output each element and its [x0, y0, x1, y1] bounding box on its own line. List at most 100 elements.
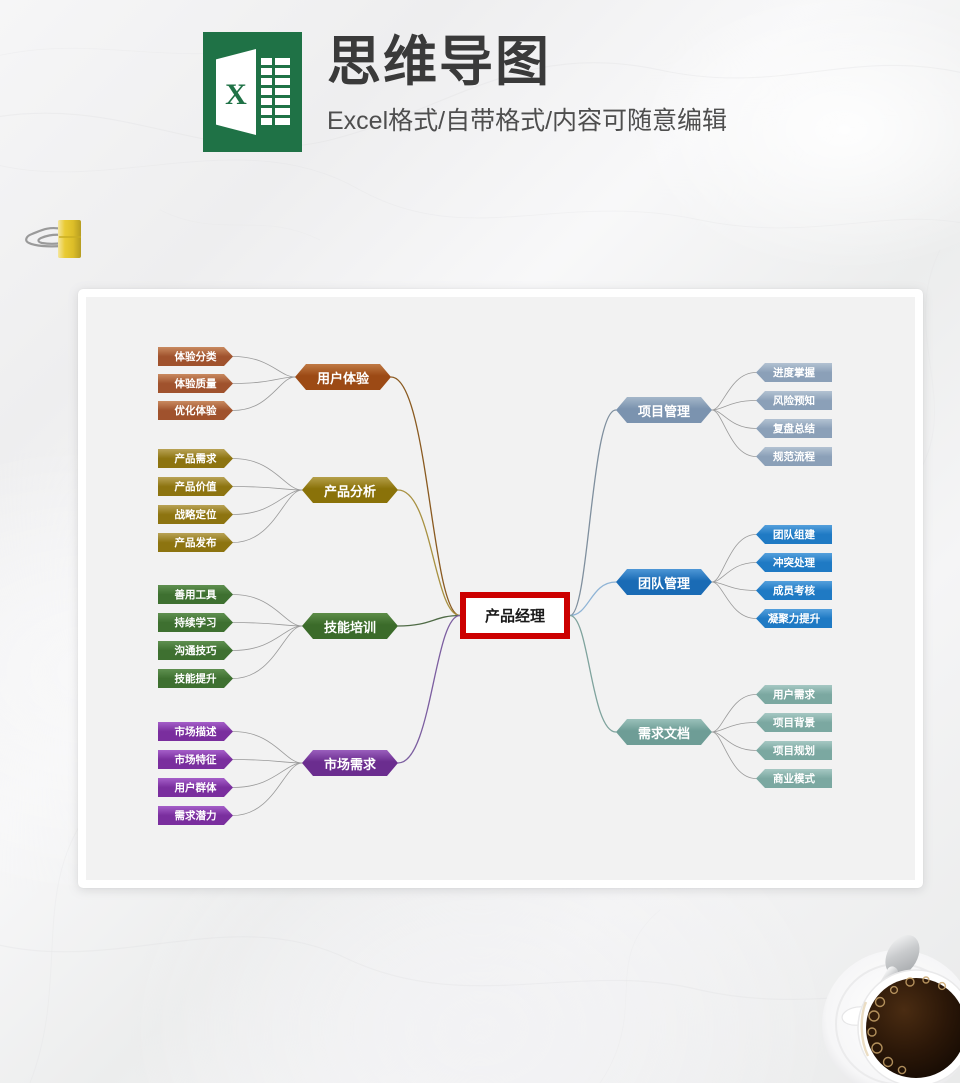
leaf-node-label: 技能提升: [174, 673, 217, 685]
leaf-node-project-management-3[interactable]: 规范流程: [756, 447, 832, 466]
connector-line: [711, 731, 757, 779]
leaf-node-requirement-doc-3[interactable]: 商业模式: [756, 769, 832, 788]
branch-node-skill-training[interactable]: 技能培训: [302, 613, 398, 639]
connector-line: [232, 762, 303, 816]
mindmap-connectors: [232, 356, 757, 816]
connector-line: [232, 356, 296, 378]
leaf-node-label: 凝聚力提升: [767, 613, 821, 625]
leaf-node-label: 成员考核: [773, 585, 815, 597]
leaf-node-skill-training-2[interactable]: 沟通技巧: [158, 641, 233, 660]
branch-node-user-experience[interactable]: 用户体验: [295, 364, 391, 390]
leaf-node-team-management-1[interactable]: 冲突处理: [756, 553, 832, 572]
excel-logo-grid: [261, 58, 290, 126]
connector-line: [711, 694, 757, 733]
page-header: X 思维导图 Excel格式/自带格式/内容可随意编辑: [203, 32, 727, 152]
connector-line: [397, 614, 461, 627]
branch-node-team-management[interactable]: 团队管理: [616, 569, 712, 595]
leaf-node-project-management-0[interactable]: 进度掌握: [756, 363, 832, 382]
excel-logo-icon: X: [203, 32, 302, 152]
leaf-node-market-demand-3[interactable]: 需求潜力: [158, 806, 233, 825]
leaf-node-label: 需求潜力: [174, 810, 217, 822]
leaf-node-team-management-3[interactable]: 凝聚力提升: [756, 609, 832, 628]
branch-node-label: 用户体验: [316, 370, 369, 386]
connector-line: [711, 731, 757, 751]
connector-line: [711, 534, 757, 583]
connector-line: [711, 409, 757, 457]
leaf-node-market-demand-0[interactable]: 市场描述: [158, 722, 233, 741]
page-subtitle: Excel格式/自带格式/内容可随意编辑: [327, 106, 728, 135]
leaf-node-market-demand-1[interactable]: 市场特征: [158, 750, 233, 769]
binder-clip-icon: [25, 220, 81, 258]
connector-line: [711, 581, 757, 619]
connector-line: [232, 625, 303, 651]
leaf-node-label: 复盘总结: [773, 423, 815, 435]
mindmap-card: 产品经理 用户体验 体验分类体验质量优化体验产品分析 产品需求产品价值战略定位产品发…: [78, 289, 923, 888]
branch-node-label: 团队管理: [637, 575, 690, 591]
leaf-node-label: 规范流程: [773, 451, 815, 463]
connector-line: [232, 762, 303, 788]
leaf-node-label: 用户群体: [174, 782, 217, 794]
leaf-node-user-experience-1[interactable]: 体验质量: [158, 374, 233, 393]
leaf-node-skill-training-1[interactable]: 持续学习: [158, 613, 233, 632]
connector-line: [711, 409, 757, 429]
leaf-node-label: 沟通技巧: [174, 645, 217, 657]
leaf-node-user-experience-0[interactable]: 体验分类: [158, 347, 233, 366]
connector-line: [569, 409, 617, 617]
leaf-node-label: 进度掌握: [773, 367, 815, 379]
branch-node-requirement-doc[interactable]: 需求文档: [616, 719, 712, 745]
connector-line: [232, 376, 296, 384]
leaf-node-product-analysis-0[interactable]: 产品需求: [158, 449, 233, 468]
connector-line: [232, 489, 303, 543]
branch-node-label: 需求文档: [637, 725, 690, 741]
leaf-node-label: 体验分类: [174, 351, 217, 363]
connector-line: [711, 562, 757, 583]
leaf-node-team-management-0[interactable]: 团队组建: [756, 525, 832, 544]
page-title: 思维导图: [327, 32, 551, 92]
leaf-node-label: 战略定位: [174, 509, 217, 521]
leaf-node-skill-training-3[interactable]: 技能提升: [158, 669, 233, 688]
coffee-cup-icon: [822, 934, 960, 1083]
branch-node-label: 市场需求: [323, 756, 376, 772]
leaf-node-requirement-doc-1[interactable]: 项目背景: [756, 713, 832, 732]
leaf-node-label: 体验质量: [174, 378, 217, 390]
leaf-node-label: 团队组建: [773, 529, 815, 541]
connector-line: [397, 489, 461, 617]
leaf-node-label: 持续学习: [174, 617, 217, 629]
mindmap-canvas: 产品经理 用户体验 体验分类体验质量优化体验产品分析 产品需求产品价值战略定位产品发…: [86, 297, 915, 880]
leaf-node-market-demand-2[interactable]: 用户群体: [158, 778, 233, 797]
leaf-node-label: 善用工具: [174, 589, 217, 601]
connector-line: [232, 376, 296, 411]
connector-line: [711, 581, 757, 591]
leaf-node-requirement-doc-2[interactable]: 项目规划: [756, 741, 832, 760]
leaf-node-label: 项目规划: [773, 745, 815, 757]
leaf-node-team-management-2[interactable]: 成员考核: [756, 581, 832, 600]
connector-line: [232, 731, 303, 764]
branch-node-project-management[interactable]: 项目管理: [616, 397, 712, 423]
leaf-node-product-analysis-1[interactable]: 产品价值: [158, 477, 233, 496]
leaf-node-project-management-2[interactable]: 复盘总结: [756, 419, 832, 438]
leaf-node-requirement-doc-0[interactable]: 用户需求: [756, 685, 832, 704]
leaf-node-label: 市场特征: [174, 754, 217, 766]
leaf-node-label: 商业模式: [773, 773, 815, 785]
leaf-node-product-analysis-2[interactable]: 战略定位: [158, 505, 233, 524]
leaf-node-label: 市场描述: [174, 726, 217, 738]
excel-logo-document-shape: [216, 49, 256, 135]
connector-line: [232, 625, 303, 679]
leaf-node-project-management-1[interactable]: 风险预知: [756, 391, 832, 410]
leaf-node-label: 产品发布: [174, 537, 217, 549]
connector-line: [397, 614, 461, 764]
branch-node-product-analysis[interactable]: 产品分析: [302, 477, 398, 503]
connector-line: [232, 458, 303, 491]
connector-line: [390, 376, 461, 617]
excel-logo-letter: X: [225, 78, 247, 111]
connector-line: [232, 489, 303, 515]
leaf-node-label: 用户需求: [773, 689, 815, 701]
center-node[interactable]: 产品经理: [460, 592, 570, 639]
branch-node-market-demand[interactable]: 市场需求: [302, 750, 398, 776]
leaf-node-user-experience-2[interactable]: 优化体验: [158, 401, 233, 420]
branch-node-label: 技能培训: [323, 619, 376, 635]
connector-line: [569, 581, 617, 617]
leaf-node-product-analysis-3[interactable]: 产品发布: [158, 533, 233, 552]
leaf-node-skill-training-0[interactable]: 善用工具: [158, 585, 233, 604]
connector-line: [569, 614, 617, 733]
